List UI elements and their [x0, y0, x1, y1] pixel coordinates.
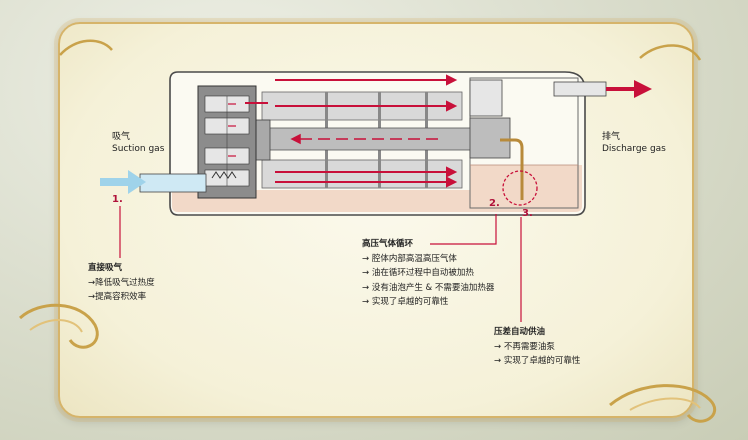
section2-item: → 油在循环过程中自动被加热	[362, 268, 474, 278]
section1-item: →降低吸气过热度	[88, 277, 155, 288]
oil-pickup-tube	[500, 138, 524, 200]
section-direct-suction: 直接吸气 →降低吸气过热度 →提高容积效率	[88, 261, 155, 305]
callout-lines	[119, 206, 522, 322]
section2-item: → 实现了卓越的可靠性	[362, 297, 449, 307]
oil-reservoir	[470, 165, 582, 195]
suction-label: 吸气 Suction gas	[112, 132, 165, 154]
suction-tube	[139, 173, 207, 193]
section-pressure-oil-supply: 压差自动供油 → 不再需要油泵 → 实现了卓越的可靠性	[494, 325, 580, 369]
shaft-arrows	[290, 133, 440, 145]
marker-1: 1.	[112, 194, 123, 205]
section3-item: → 实现了卓越的可靠性	[494, 356, 581, 366]
discharge-label: 排气 Discharge gas	[602, 132, 666, 154]
flow-arrows-top	[245, 74, 458, 112]
flow-arrows-bottom	[275, 166, 458, 188]
section3-title: 压差自动供油	[494, 327, 546, 337]
section2-item: → 没有油泡产生 & 不需要油加热器	[362, 282, 495, 293]
section2-item: → 腔体内部高温高压气体	[362, 253, 457, 264]
oil-sump	[172, 190, 582, 212]
stator-bottom	[261, 159, 463, 189]
shaft	[249, 127, 491, 151]
spring	[211, 171, 237, 179]
marker-3: 3.	[522, 208, 533, 219]
section3-item: → 不再需要油泵	[494, 341, 555, 352]
section1-item: →提高容积效率	[88, 292, 147, 302]
section-high-pressure-circulation: 高压气体循环 → 腔体内部高温高压气体 → 油在循环过程中自动被加热 → 没有油…	[362, 237, 494, 310]
section1-title: 直接吸气	[88, 263, 123, 273]
oil-pickup-highlight	[502, 170, 538, 206]
discharge-tube	[553, 81, 607, 97]
marker-2: 2.	[489, 198, 500, 209]
section2-title: 高压气体循环	[362, 239, 414, 249]
